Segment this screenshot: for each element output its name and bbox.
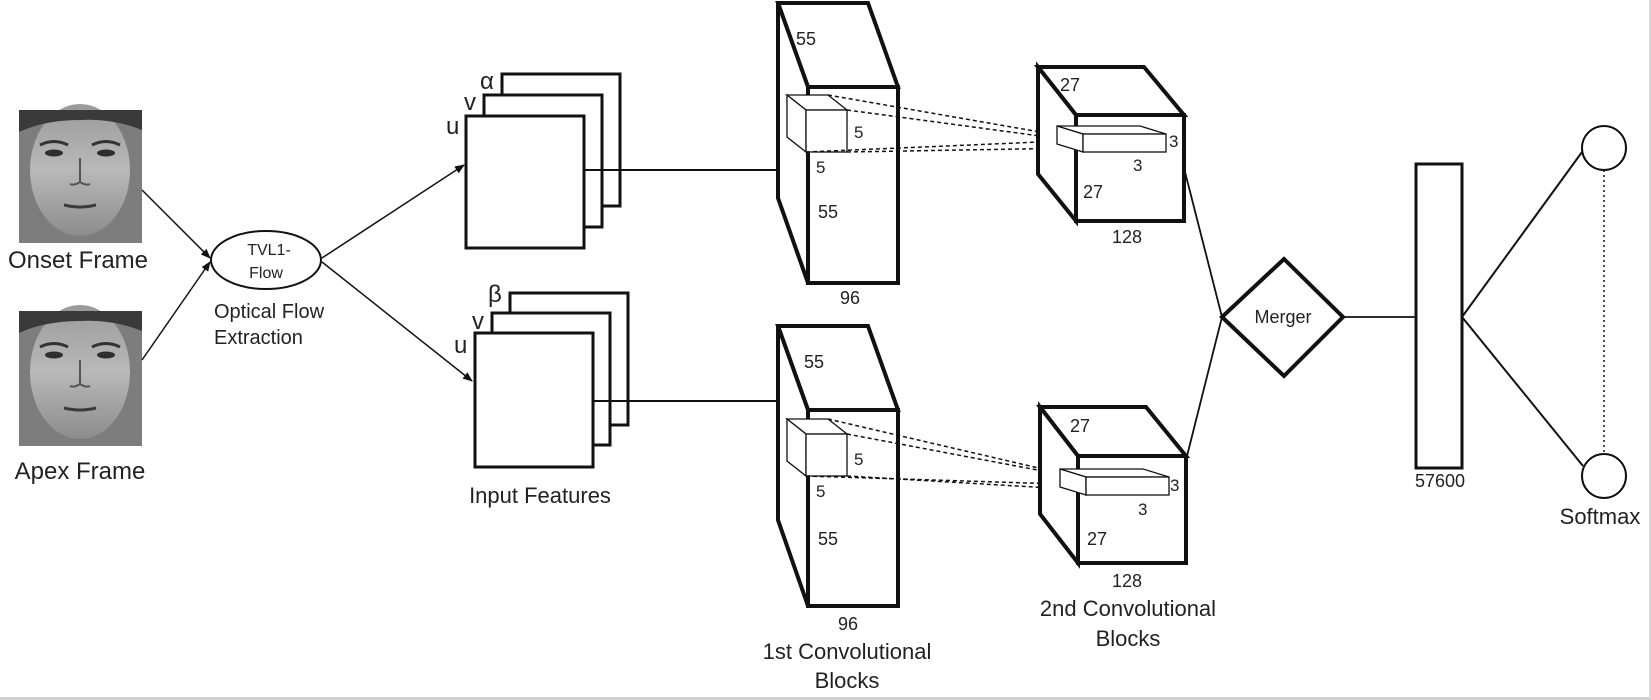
top-feature-label-u: u [446,113,459,140]
conv1-top-kernel [785,93,849,154]
conv2-top-height: 27 [1083,182,1103,202]
conv2-caption-line1: 2nd Convolutional [1040,596,1216,621]
optical-flow-caption-line2: Extraction [214,327,303,349]
conv2-bottom-depth: 27 [1070,416,1090,436]
conv1-bottom-kernel-w: 5 [854,450,863,469]
conv2-top-channels: 128 [1112,227,1142,247]
softmax-label: Softmax [1560,504,1641,529]
merger-label: Merger [1254,307,1311,327]
input-features-caption: Input Features [469,483,611,508]
flow-to-top-features-arrow [321,164,465,259]
onset-frame-label: Onset Frame [8,247,148,274]
conv2-top-kernel-w: 3 [1169,132,1178,151]
flow-to-bottom-features-arrow [321,261,473,382]
conv1-bottom-depth: 55 [804,352,824,372]
conv1-bottom-height: 55 [818,529,838,549]
apex-frame-image [19,305,142,446]
conv2-top-depth: 27 [1060,75,1080,95]
conv1-bottom-channels: 96 [838,614,858,634]
bottom-feature-label-beta: β [488,281,502,308]
conv2-top-to-merger-line [1183,167,1223,318]
conv1-top-height: 55 [818,202,838,222]
conv2-bottom-channels: 128 [1112,571,1142,591]
tvl1-flow-label-line2: Flow [249,265,283,282]
conv2-bottom-kernel [1059,468,1170,496]
top-feature-label-alpha: α [480,68,494,95]
conv2-bottom-to-merger-line [1185,316,1223,461]
softmax-bottom-unit [1581,453,1627,499]
conv1-top-kernel-w: 5 [854,123,863,142]
conv1-caption-line2: Blocks [815,668,880,693]
conv1-caption-line1: 1st Convolutional [763,639,932,664]
merger-node [1219,256,1346,379]
onset-frame-image [19,104,142,243]
top-feature-label-v: v [464,89,476,116]
conv2-bottom-kernel-h: 3 [1138,500,1147,519]
conv1-bottom-kernel-h: 5 [816,482,825,501]
dense-size-label: 57600 [1415,471,1465,491]
tvl1-flow-node [210,230,322,290]
tvl1-flow-label-line1: TVL1- [247,242,291,259]
conv1-top-channels: 96 [840,288,860,308]
conv2-top-kernel [1056,125,1167,153]
bottom-feature-label-u: u [454,332,467,359]
optical-flow-caption-line1: Optical Flow [214,301,325,323]
apex-to-flow-arrow [141,261,211,361]
conv2-top-kernel-h: 3 [1133,156,1142,175]
conv2-caption-line2: Blocks [1096,626,1161,651]
dense-to-softmax-top-line [1461,151,1583,318]
top-feature-stack [464,72,622,250]
bottom-feature-stack [473,291,630,469]
dense-to-softmax-bottom-line [1461,316,1584,467]
conv1-bottom-kernel [785,417,849,478]
softmax-top-unit [1581,125,1627,171]
conv2-bottom-height: 27 [1087,529,1107,549]
conv1-top-kernel-h: 5 [816,158,825,177]
apex-frame-label: Apex Frame [15,458,146,485]
conv2-bottom-kernel-w: 3 [1170,476,1179,495]
bottom-feature-label-v: v [472,308,484,335]
onset-to-flow-arrow [141,189,211,259]
conv1-top-depth: 55 [796,29,816,49]
dense-layer [1414,162,1464,470]
